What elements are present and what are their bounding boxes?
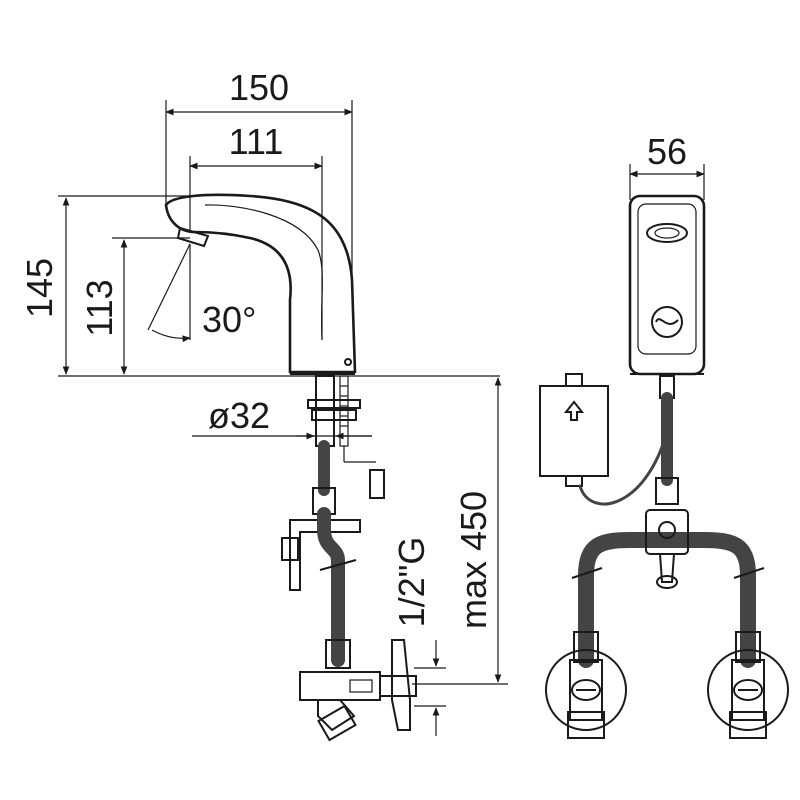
dim-outlet-height: 113 (79, 279, 120, 336)
bracket-knob (281, 537, 299, 561)
left-wall-rosette (545, 649, 627, 731)
control-cable (578, 418, 672, 506)
left-valve-body (569, 659, 603, 721)
valve-label (349, 679, 373, 693)
valve-fitting (325, 639, 351, 669)
faucet-front-view (539, 194, 789, 739)
up-arrow-icon (563, 400, 585, 421)
faucet-body (164, 193, 357, 374)
cable-connector (369, 469, 385, 499)
control-box-tab-top (565, 373, 583, 387)
right-valve-body (731, 659, 765, 721)
hose-break-1 (319, 559, 357, 571)
dim-sensor-angle: 30° (202, 299, 256, 340)
faucet-front-inner (637, 203, 697, 355)
right-wall-rosette (707, 649, 789, 731)
dim-side-width: 56 (647, 131, 687, 172)
angle-valve-body (299, 671, 381, 701)
sensor-window (651, 306, 683, 338)
valve-nipple (379, 675, 417, 697)
dimension-lines-left (58, 100, 508, 736)
faucet-side-view (164, 193, 417, 742)
tee-lever (658, 553, 676, 583)
valve-outlet (317, 699, 356, 732)
mounting-nut (311, 409, 357, 421)
dimension-lines-right (629, 164, 705, 200)
mounting-washer (307, 399, 361, 409)
control-box-tab-bottom (565, 475, 583, 487)
sensor-wave-icon (655, 318, 679, 325)
dim-base-diameter: ø32 (208, 395, 270, 436)
tee-hoses (578, 532, 756, 668)
dim-thread: 1/2"G (391, 537, 432, 628)
dim-overall-height: 145 (19, 258, 60, 318)
faucet-front-body (628, 194, 706, 376)
wall-bracket (289, 519, 361, 591)
dim-max-length: max 450 (453, 491, 494, 629)
dim-spout-reach: 111 (229, 121, 284, 162)
wall-rosette (391, 639, 411, 731)
front-hose-fitting (655, 477, 679, 505)
control-box (539, 385, 609, 477)
valve-cap (317, 704, 357, 742)
hose-loop (317, 507, 345, 667)
outlet-aerator (646, 223, 688, 243)
faucet-spout-tip (176, 226, 210, 248)
sensor-dot (344, 358, 352, 366)
dim-overall-width: 150 (229, 67, 289, 108)
